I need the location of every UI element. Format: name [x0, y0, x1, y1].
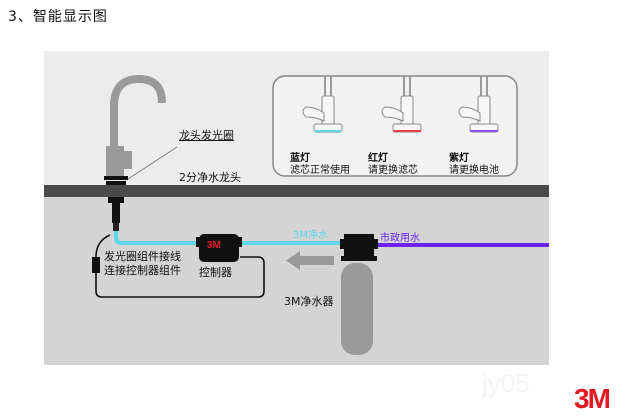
- purifier-label: 3M净水器: [284, 295, 334, 308]
- controller-icon: [196, 234, 242, 262]
- city-water-label: 市政用水: [380, 233, 420, 244]
- countertop: [44, 185, 549, 197]
- legend-purple-name: 紫灯: [449, 153, 469, 164]
- legend-faucet-icon: [381, 76, 422, 133]
- legend-red-desc: 请更换滤芯: [368, 165, 418, 176]
- ring-wire-label-2: 连接控制器组件: [104, 264, 181, 277]
- brand-logo: 3M: [574, 383, 611, 414]
- wire-connector: [92, 257, 100, 273]
- flow-arrow-icon: [286, 251, 334, 270]
- legend-faucet-icon: [458, 76, 499, 133]
- faucet-icon: [104, 74, 166, 185]
- ring-pointer-line: [127, 146, 178, 180]
- pure-water-label: 3M净水: [293, 230, 328, 241]
- controller-label: 控制器: [199, 266, 232, 279]
- legend-faucet-icon: [302, 76, 343, 133]
- watermark: jy05: [482, 368, 530, 398]
- legend-ring-2: [470, 130, 498, 132]
- ring-wire-label-1: 发光圈组件接线: [104, 250, 181, 263]
- legend-blue-desc: 滤芯正常使用: [290, 165, 350, 176]
- purifier-icon: [340, 234, 378, 355]
- faucet-ring-label: 龙头发光圈: [179, 129, 234, 142]
- page-title: 3、智能显示图: [8, 9, 108, 25]
- diagram-panel: 龙头发光圈 2分净水龙头 发光圈组件接线 连接控制器组件 3M 控制器 3M净水…: [44, 51, 549, 365]
- legend-ring-0: [314, 130, 342, 132]
- legend-purple-desc: 请更换电池: [449, 165, 499, 176]
- faucet-shank-icon: [108, 197, 124, 231]
- legend-red-name: 红灯: [368, 153, 388, 164]
- pure-water-line: [114, 231, 344, 245]
- legend-blue-name: 蓝灯: [290, 153, 310, 164]
- controller-logo: 3M: [207, 240, 221, 251]
- under-counter-area: [44, 197, 549, 365]
- legend-ring-1: [393, 130, 421, 132]
- diagram-svg: [92, 74, 549, 355]
- faucet-label: 2分净水龙头: [179, 171, 241, 184]
- wire-loop: [95, 234, 265, 298]
